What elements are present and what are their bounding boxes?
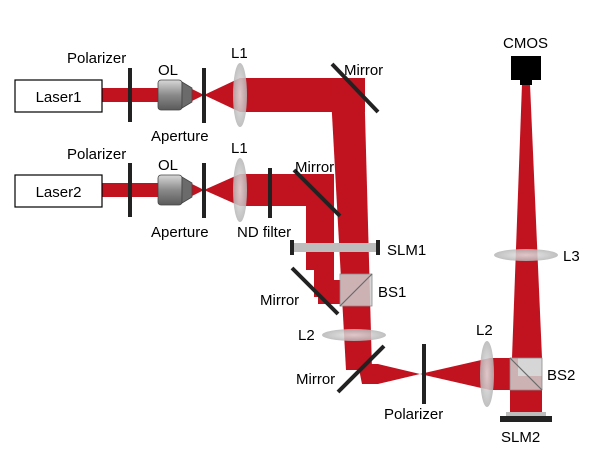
laser1-label: Laser1 — [36, 89, 82, 106]
lens-l1-2 — [233, 158, 247, 222]
aperture-1 — [202, 68, 206, 123]
label-bs2: BS2 — [547, 367, 575, 384]
label-slm2: SLM2 — [501, 429, 540, 446]
beam-expand-to-l2 — [420, 358, 490, 390]
lens-l1-1 — [233, 63, 247, 127]
beam-laser2-focus — [190, 183, 204, 197]
label-cmos: CMOS — [503, 35, 548, 52]
label-polarizer-2: Polarizer — [67, 146, 126, 163]
lens-l2-1 — [322, 329, 386, 341]
lens-l2-2 — [480, 341, 494, 407]
beam-laser1-down — [330, 78, 372, 370]
slm2 — [500, 412, 552, 422]
label-l2-2: L2 — [476, 322, 493, 339]
label-l1-1: L1 — [231, 45, 248, 62]
polarizer-1 — [128, 68, 132, 122]
objective-lens-2 — [157, 174, 193, 206]
beam-laser1-focus — [190, 88, 204, 102]
nd-filter — [268, 168, 272, 218]
slm1-right-cap — [376, 240, 380, 255]
labels: Polarizer Polarizer Polarizer OL OL Aper… — [67, 35, 580, 446]
label-ol-1: OL — [158, 62, 178, 79]
objective-lens-1 — [157, 79, 193, 111]
beamsplitter-bs1 — [339, 273, 373, 307]
lens-l3 — [494, 249, 558, 261]
beam-paths — [100, 78, 542, 414]
label-polarizer-1: Polarizer — [67, 50, 126, 67]
laser1-box — [14, 79, 103, 113]
slm2-base — [500, 416, 552, 422]
laser2: Laser2 — [14, 174, 103, 208]
mirror-4 — [336, 344, 386, 394]
polarizer-3 — [422, 344, 426, 404]
beamsplitter-bs2 — [509, 357, 543, 391]
beam-bs2-to-cmos — [512, 84, 542, 358]
label-mirror-4: Mirror — [296, 371, 335, 388]
cmos-camera — [511, 56, 541, 85]
label-slm1: SLM1 — [387, 242, 426, 259]
label-l2-1: L2 — [298, 327, 315, 344]
beam-to-focus — [358, 364, 420, 384]
beam-laser2-down — [306, 174, 334, 270]
label-l3: L3 — [563, 248, 580, 265]
label-l1-2: L1 — [231, 140, 248, 157]
beam-laser1-expand — [204, 78, 240, 112]
label-aperture-2: Aperture — [151, 224, 209, 241]
cmos-mount — [520, 80, 532, 85]
aperture-2 — [202, 163, 206, 218]
label-nd-filter: ND filter — [237, 224, 291, 241]
label-aperture-1: Aperture — [151, 128, 209, 145]
laser1: Laser1 — [14, 79, 103, 113]
laser2-label: Laser2 — [36, 184, 82, 201]
slm1 — [290, 240, 380, 255]
polarizer-2 — [128, 163, 132, 217]
cmos-body — [511, 56, 541, 80]
label-mirror-2: Mirror — [295, 159, 334, 176]
slm1-left-cap — [290, 240, 294, 255]
label-mirror-1: Mirror — [344, 62, 383, 79]
mirror-1 — [330, 62, 380, 114]
label-bs1: BS1 — [378, 284, 406, 301]
slm1-plate — [292, 243, 380, 252]
label-polarizer-3: Polarizer — [384, 406, 443, 423]
label-ol-2: OL — [158, 157, 178, 174]
label-mirror-3: Mirror — [260, 292, 299, 309]
mirror-3 — [290, 266, 340, 316]
mirror-2 — [292, 168, 342, 218]
slm2-plate — [506, 412, 546, 416]
beam-laser2-expand — [204, 174, 240, 206]
laser2-box — [14, 174, 103, 208]
